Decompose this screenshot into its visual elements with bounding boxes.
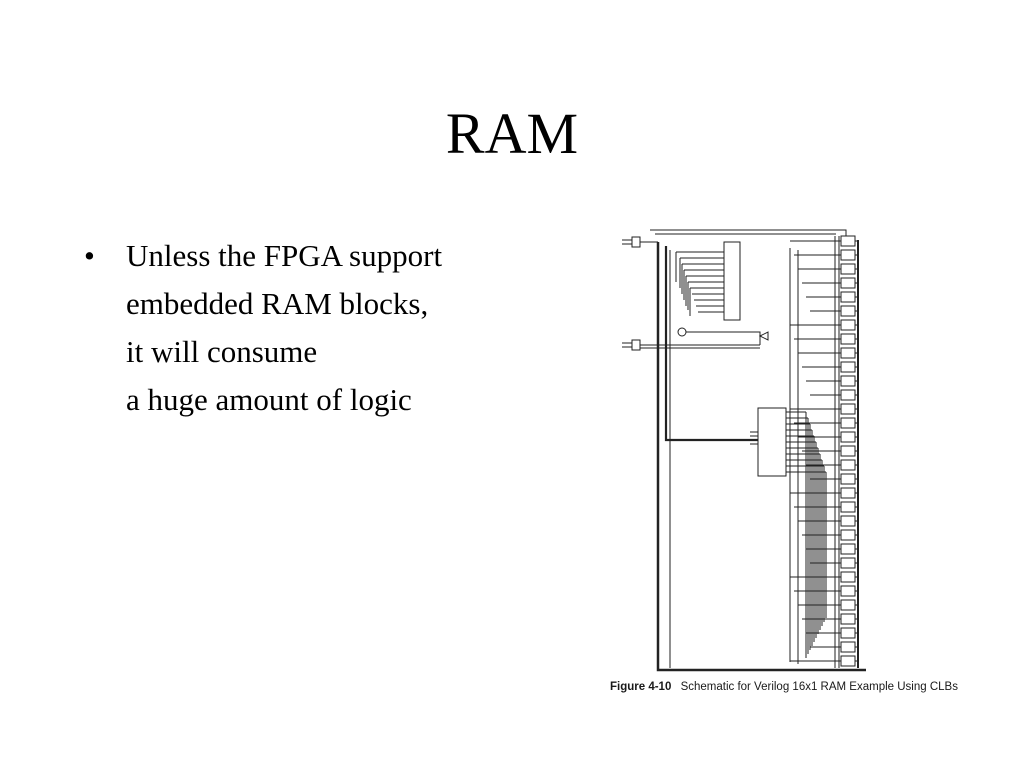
schematic-cell: [840, 375, 856, 387]
schematic-cell: [840, 529, 856, 541]
schematic-cell: [840, 459, 856, 471]
schematic-cell: [840, 235, 856, 247]
ram-schematic-diagram: [622, 229, 866, 672]
schematic-cell: [840, 333, 856, 345]
schematic-cell: [840, 431, 856, 443]
schematic-cell: [840, 473, 856, 485]
schematic-cell: [840, 291, 856, 303]
figure-label: Figure 4-10: [610, 681, 672, 693]
schematic-cell: [840, 417, 856, 429]
figure-caption: Figure 4-10 Schematic for Verilog 16x1 R…: [610, 681, 1020, 693]
schematic-cell: [840, 487, 856, 499]
schematic-cell: [840, 277, 856, 289]
schematic-cell: [840, 263, 856, 275]
slide-title: RAM: [445, 101, 579, 166]
bullet-line: embedded RAM blocks,: [126, 286, 429, 321]
schematic-cell: [840, 613, 856, 625]
schematic-cell: [840, 249, 856, 261]
schematic-cell: [840, 445, 856, 457]
schematic-cell: [840, 389, 856, 401]
bullet-line: Unless the FPGA support: [126, 238, 443, 273]
schematic-cell: [840, 361, 856, 373]
schematic-cell: [840, 501, 856, 513]
schematic-cell: [840, 627, 856, 639]
schematic-cell: [840, 599, 856, 611]
schematic-cell: [840, 571, 856, 583]
bullet-item: • Unless the FPGA support embedded RAM b…: [84, 232, 554, 424]
bullet-list: • Unless the FPGA support embedded RAM b…: [84, 232, 554, 424]
schematic-cell: [840, 641, 856, 653]
schematic-cell: [840, 347, 856, 359]
bullet-line: it will consume: [126, 334, 318, 369]
schematic-cell: [840, 585, 856, 597]
schematic-cell: [840, 319, 856, 331]
schematic-cell: [840, 403, 856, 415]
schematic-cell: [840, 655, 856, 667]
bullet-line: a huge amount of logic: [126, 382, 412, 417]
schematic-cell: [840, 543, 856, 555]
figure-caption-text: Schematic for Verilog 16x1 RAM Example U…: [680, 681, 958, 693]
schematic-cell: [840, 515, 856, 527]
bullet-marker: •: [84, 238, 95, 273]
schematic-cell: [840, 557, 856, 569]
schematic-cell: [840, 305, 856, 317]
